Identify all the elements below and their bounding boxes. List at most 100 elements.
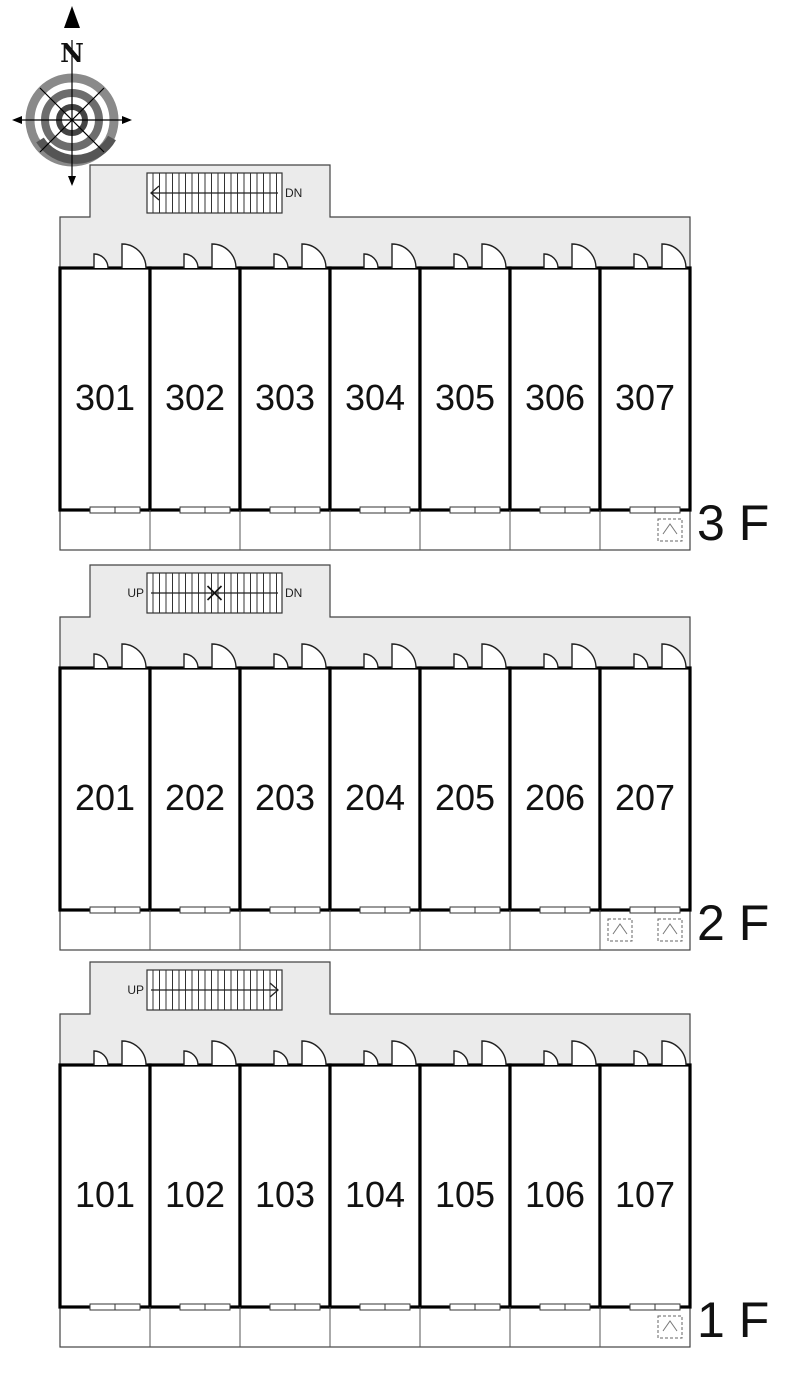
unit-room [508,1063,602,1309]
unit-number: 204 [345,777,405,818]
unit-101: 101 [58,1040,152,1311]
door-icon [273,1040,327,1066]
floor-label: 2 F [697,895,769,951]
unit-number: 207 [615,777,675,818]
unit-106: 106 [508,1040,602,1311]
window-icon [359,1303,411,1311]
unit-number: 201 [75,777,135,818]
ac-outdoor-unit-icon [657,1315,683,1339]
stair-up-label: UP [127,586,144,600]
unit-302: 302 [148,243,242,514]
unit-201: 201 [58,643,152,914]
door-icon [93,243,147,269]
window-icon [629,506,681,514]
door-icon [453,1040,507,1066]
unit-105: 105 [418,1040,512,1311]
stair-up-label: UP [127,983,144,997]
window-icon [179,906,231,914]
window-icon [359,906,411,914]
door-icon [363,643,417,669]
window-icon [539,1303,591,1311]
unit-206: 206 [508,643,602,914]
window-icon [449,906,501,914]
door-icon [183,643,237,669]
balcony [59,909,691,951]
door-icon [543,643,597,669]
unit-202: 202 [148,643,242,914]
unit-205: 205 [418,643,512,914]
unit-303: 303 [238,243,332,514]
unit-number: 206 [525,777,585,818]
unit-number: 305 [435,377,495,418]
unit-107: 107 [598,1040,692,1311]
unit-room [328,666,422,912]
window-icon [269,906,321,914]
door-icon [93,643,147,669]
unit-room [598,1063,692,1309]
window-icon [179,1303,231,1311]
unit-number: 302 [165,377,225,418]
window-icon [179,506,231,514]
door-icon [543,1040,597,1066]
window-icon [89,506,141,514]
unit-number: 101 [75,1174,135,1215]
door-icon [543,243,597,269]
unit-207: 207 [598,643,692,914]
window-icon [269,506,321,514]
balcony [59,509,691,551]
unit-number: 104 [345,1174,405,1215]
unit-room [328,266,422,512]
door-icon [363,243,417,269]
door-icon [363,1040,417,1066]
unit-number: 107 [615,1174,675,1215]
window-icon [539,906,591,914]
unit-203: 203 [238,643,332,914]
ac-outdoor-unit-icon [657,918,683,942]
stair-down-label: DN [285,186,302,200]
balcony [59,1306,691,1348]
unit-number: 106 [525,1174,585,1215]
door-icon [453,643,507,669]
unit-number: 205 [435,777,495,818]
window-icon [539,506,591,514]
unit-number: 202 [165,777,225,818]
unit-204: 204 [328,643,422,914]
ac-outdoor-unit-icon [607,918,633,942]
unit-number: 304 [345,377,405,418]
unit-307: 307 [598,243,692,514]
unit-room [58,666,152,912]
door-icon [633,643,687,669]
unit-number: 301 [75,377,135,418]
unit-103: 103 [238,1040,332,1311]
window-icon [629,1303,681,1311]
unit-number: 303 [255,377,315,418]
floor-label: 3 F [697,495,769,551]
window-icon [269,1303,321,1311]
window-icon [89,1303,141,1311]
unit-number: 105 [435,1174,495,1215]
unit-number: 307 [615,377,675,418]
door-icon [273,643,327,669]
door-icon [633,1040,687,1066]
unit-104: 104 [328,1040,422,1311]
door-icon [273,243,327,269]
door-icon [183,243,237,269]
floor-3f: DN 301 302 303 304 305 306 307 3 F [58,164,769,551]
stairs: UP [127,969,283,1011]
unit-number: 306 [525,377,585,418]
unit-room [418,1063,512,1309]
unit-room [598,666,692,912]
window-icon [89,906,141,914]
unit-room [58,1063,152,1309]
unit-number: 102 [165,1174,225,1215]
window-icon [629,906,681,914]
stairs: DN [146,172,302,214]
compass-north-label: N [60,39,84,69]
unit-number: 203 [255,777,315,818]
door-icon [633,243,687,269]
compass-rose-icon: N [12,6,132,186]
